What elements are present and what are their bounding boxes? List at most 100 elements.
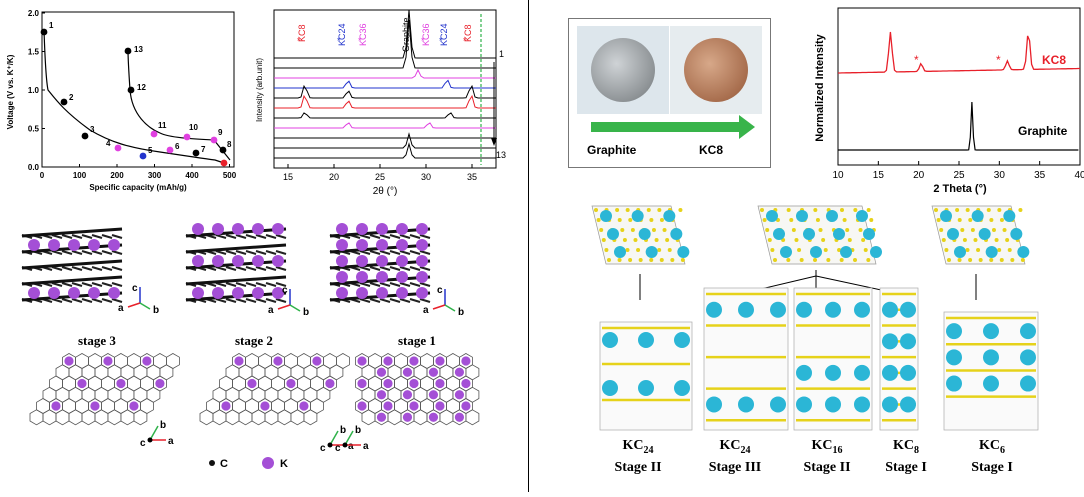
label-kc8-right: KC8 bbox=[463, 24, 473, 42]
honeycomb-potassium bbox=[247, 378, 257, 389]
graphene-bond bbox=[81, 266, 93, 271]
potassium-atom bbox=[356, 271, 368, 283]
carbon-atom-yellow bbox=[607, 258, 611, 262]
side-potassium-atom bbox=[770, 301, 786, 318]
hex-cell bbox=[361, 409, 376, 426]
graphene-bond bbox=[379, 282, 391, 287]
carbon-atom-yellow bbox=[594, 208, 598, 212]
carbon-atom-yellow bbox=[866, 258, 871, 262]
graphene-bond bbox=[419, 282, 431, 287]
graphene-bond bbox=[359, 234, 371, 239]
carbon-atom-yellow bbox=[813, 258, 817, 262]
honeycomb-potassium bbox=[103, 356, 113, 366]
graphene-bond bbox=[91, 250, 103, 255]
carbon-atom-yellow bbox=[986, 208, 991, 212]
graphene-bond bbox=[61, 266, 73, 271]
xrd-trace bbox=[274, 132, 496, 149]
graphene-bond bbox=[245, 250, 257, 255]
label-kc36-left: KC36 bbox=[358, 23, 368, 46]
graphene-bond bbox=[111, 298, 123, 303]
hex-cell bbox=[94, 409, 109, 426]
potassium-atom-cyan bbox=[796, 210, 808, 222]
side-potassium-atom bbox=[854, 301, 870, 318]
graphene-bond bbox=[369, 298, 381, 303]
legend-carbon-label: C bbox=[220, 458, 228, 470]
voltage-y-tick-label: 0.0 bbox=[28, 163, 40, 172]
potassium-atom-cyan bbox=[840, 246, 852, 258]
right-xrd-tick-label: 35 bbox=[1034, 170, 1046, 181]
graphene-bond bbox=[255, 298, 267, 303]
side-potassium-atom bbox=[638, 380, 654, 396]
carbon-atom-yellow bbox=[622, 238, 627, 242]
axis-b-arrow bbox=[149, 425, 159, 441]
carbon-atom-yellow bbox=[944, 248, 949, 252]
honeycomb-potassium bbox=[64, 356, 74, 366]
side-potassium-atom bbox=[900, 333, 916, 350]
graphene-bond bbox=[275, 250, 287, 255]
graphene-bond bbox=[111, 282, 123, 287]
graphene-bond bbox=[389, 234, 401, 239]
graphene-bond bbox=[71, 282, 83, 287]
hex-cell bbox=[55, 409, 70, 426]
honeycomb-potassium bbox=[376, 367, 387, 377]
xrd-x-tick-label: 15 bbox=[283, 172, 293, 182]
voltage-x-tick-label: 400 bbox=[185, 171, 199, 180]
honeycomb-potassium bbox=[312, 356, 322, 366]
potassium-atom bbox=[108, 239, 120, 251]
voltage-point bbox=[192, 149, 200, 157]
potassium-atom bbox=[272, 255, 284, 267]
voltage-x-tick-label: 200 bbox=[110, 171, 124, 180]
graphene-bond bbox=[51, 266, 63, 271]
kc8-disk bbox=[684, 38, 748, 102]
graphene-bond bbox=[71, 266, 83, 271]
side-potassium-atom bbox=[770, 396, 786, 413]
graphene-bond bbox=[111, 234, 123, 239]
carbon-atom-yellow bbox=[665, 238, 670, 242]
graphene-bond bbox=[265, 234, 277, 239]
graphene-bond bbox=[399, 266, 411, 271]
carbon-atom-yellow bbox=[797, 248, 802, 252]
potassium-atom bbox=[88, 287, 100, 299]
side-potassium-atom bbox=[882, 301, 898, 318]
xrd-x-axis-label: 2θ (°) bbox=[373, 186, 398, 197]
label-kc8-left: KC8 bbox=[297, 24, 307, 42]
side-potassium-atom bbox=[825, 364, 841, 381]
honeycomb-potassium bbox=[273, 356, 283, 366]
graphene-layer bbox=[21, 227, 123, 238]
peak-marker-star: * bbox=[297, 36, 301, 46]
caption-kc8-stage1: KC8 Stage I bbox=[885, 438, 927, 475]
potassium-atom-cyan bbox=[607, 228, 619, 240]
potassium-atom bbox=[356, 255, 368, 267]
graphene-bond bbox=[359, 250, 371, 255]
axis-c-dot bbox=[327, 442, 333, 448]
hex-cell bbox=[81, 409, 96, 426]
graphene-bond bbox=[215, 298, 227, 303]
potassium-atom bbox=[376, 287, 388, 299]
potassium-atom bbox=[376, 223, 388, 235]
carbon-atom-yellow bbox=[939, 228, 944, 232]
carbon-atom-yellow bbox=[869, 218, 874, 222]
carbon-atom-yellow bbox=[815, 218, 820, 222]
potassium-atom-cyan bbox=[638, 228, 651, 240]
arrow-head bbox=[491, 138, 497, 146]
caption-kc24-stage2: KC24 Stage II bbox=[614, 438, 662, 475]
potassium-atom bbox=[108, 287, 120, 299]
hex-cell bbox=[120, 409, 135, 426]
carbon-atom-yellow bbox=[989, 258, 994, 262]
potassium-atom-cyan bbox=[947, 228, 959, 240]
side-view-4 bbox=[879, 287, 919, 431]
honeycomb-potassium bbox=[402, 390, 413, 400]
graphene-bond bbox=[409, 266, 421, 271]
honeycomb-potassium bbox=[428, 390, 439, 400]
hex-cell bbox=[465, 409, 480, 426]
side-views-svg bbox=[599, 287, 1039, 431]
graphene-bond bbox=[409, 250, 421, 255]
potassium-atom-cyan bbox=[978, 228, 991, 240]
voltage-point bbox=[40, 28, 48, 36]
xrd-x-tick-label: 35 bbox=[467, 172, 477, 182]
potassium-atom bbox=[416, 239, 428, 251]
honeycomb-potassium bbox=[461, 401, 471, 411]
honeycomb-potassium bbox=[454, 412, 465, 422]
